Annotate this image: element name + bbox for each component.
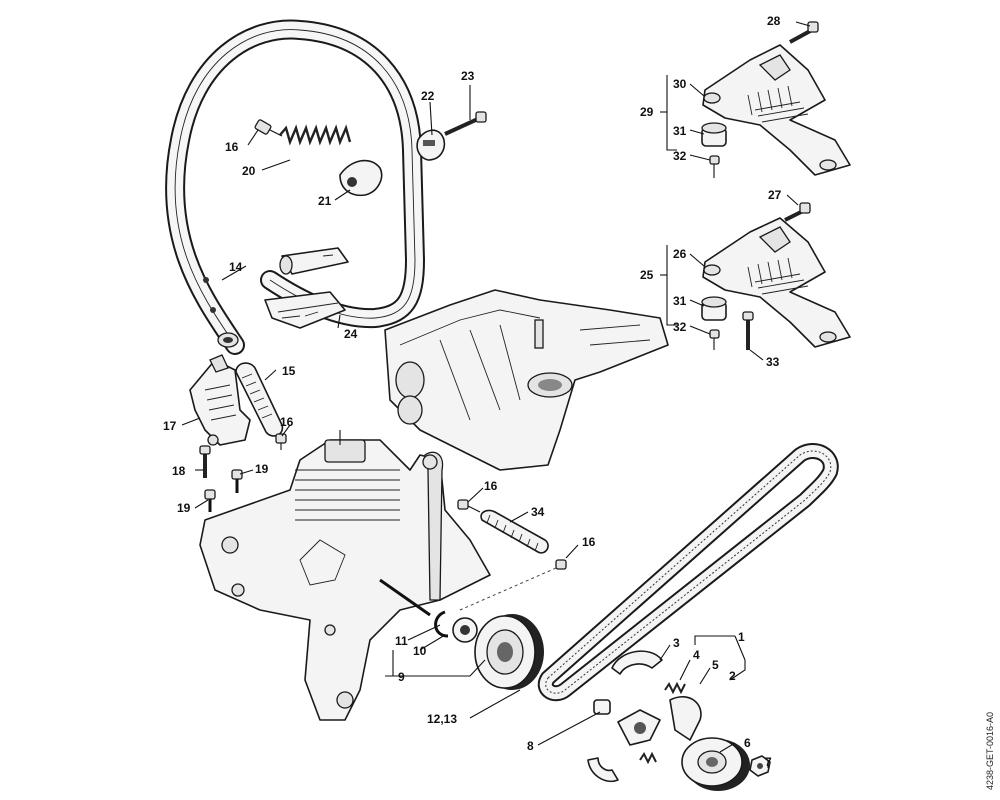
snap-ring-11 bbox=[434, 610, 449, 638]
label-23: 23 bbox=[461, 69, 475, 83]
label-17: 17 bbox=[163, 419, 177, 433]
bolt-32b bbox=[709, 329, 720, 350]
damper-31b bbox=[701, 296, 727, 321]
label-10: 10 bbox=[413, 644, 427, 658]
callout-labels: 1 2 3 4 5 6 7 8 9 10 11 12,13 14 15 16 1… bbox=[163, 14, 782, 769]
sleeve-8 bbox=[593, 699, 611, 715]
label-14: 14 bbox=[229, 260, 243, 274]
label-34: 34 bbox=[531, 505, 545, 519]
label-7: 7 bbox=[765, 755, 772, 769]
foot-17 bbox=[189, 354, 251, 446]
label-32a: 32 bbox=[673, 149, 687, 163]
engine-block bbox=[199, 430, 491, 721]
v-belt bbox=[537, 443, 839, 702]
label-27: 27 bbox=[768, 188, 782, 202]
clamp-21 bbox=[339, 159, 383, 197]
label-22: 22 bbox=[421, 89, 435, 103]
nut-7 bbox=[749, 755, 771, 777]
label-33: 33 bbox=[766, 355, 780, 369]
label-31a: 31 bbox=[673, 124, 687, 138]
label-5: 5 bbox=[712, 658, 719, 672]
clamp-22 bbox=[416, 129, 446, 161]
label-26: 26 bbox=[673, 247, 687, 261]
handle-tube-piece bbox=[279, 247, 349, 275]
damper-34 bbox=[480, 509, 549, 554]
label-16c: 16 bbox=[484, 479, 498, 493]
clutch-shoe-3 bbox=[611, 650, 663, 675]
screw-33 bbox=[742, 311, 754, 350]
label-19a: 19 bbox=[255, 462, 269, 476]
screw-19a bbox=[231, 469, 243, 493]
screw-18 bbox=[199, 445, 211, 478]
mount-29 bbox=[702, 44, 851, 176]
label-16b: 16 bbox=[280, 415, 294, 429]
bearing-10 bbox=[452, 617, 478, 643]
label-3: 3 bbox=[673, 636, 680, 650]
mount-25 bbox=[702, 217, 851, 348]
label-24: 24 bbox=[344, 327, 358, 341]
document-reference: 4238-GET-0016-A0 bbox=[985, 712, 995, 790]
label-21: 21 bbox=[318, 194, 332, 208]
leader-lines bbox=[181, 21, 811, 768]
handlebar bbox=[165, 19, 425, 355]
bolt-32a bbox=[709, 155, 720, 178]
label-29: 29 bbox=[640, 105, 654, 119]
bolt-16b bbox=[275, 433, 287, 450]
label-11: 11 bbox=[395, 634, 408, 648]
spring-4-5 bbox=[664, 681, 686, 695]
label-1: 1 bbox=[738, 630, 745, 644]
label-18: 18 bbox=[172, 464, 186, 478]
label-25: 25 bbox=[640, 268, 654, 282]
spring-lower bbox=[639, 751, 657, 765]
label-20: 20 bbox=[242, 164, 256, 178]
bolt-28 bbox=[789, 21, 819, 44]
label-9: 9 bbox=[398, 670, 405, 684]
label-28: 28 bbox=[767, 14, 781, 28]
spring-20 bbox=[279, 124, 352, 146]
bolt-16a bbox=[254, 119, 283, 137]
label-15: 15 bbox=[282, 364, 296, 378]
screw-19b bbox=[204, 489, 216, 512]
label-31b: 31 bbox=[673, 294, 687, 308]
label-6: 6 bbox=[744, 736, 751, 750]
main-housing bbox=[384, 289, 669, 471]
label-12-13: 12,13 bbox=[427, 712, 457, 726]
label-16a: 16 bbox=[225, 140, 239, 154]
clutch-shoe-lower bbox=[587, 757, 619, 782]
label-32b: 32 bbox=[673, 320, 687, 334]
label-2: 2 bbox=[729, 669, 736, 683]
label-19b: 19 bbox=[177, 501, 191, 515]
damper-31a bbox=[701, 122, 727, 147]
label-16d: 16 bbox=[582, 535, 596, 549]
label-8: 8 bbox=[527, 739, 534, 753]
bolt-16d bbox=[555, 559, 567, 570]
clutch-drum-6 bbox=[681, 737, 750, 791]
handle-guard-24 bbox=[264, 291, 346, 329]
bolt-16c bbox=[457, 499, 481, 513]
clutch-carrier bbox=[617, 695, 702, 746]
bolt-27 bbox=[784, 202, 811, 222]
damper-15 bbox=[235, 362, 284, 437]
label-4: 4 bbox=[693, 648, 700, 662]
pulley-12-13 bbox=[474, 614, 544, 690]
label-30: 30 bbox=[673, 77, 687, 91]
screw-23 bbox=[444, 111, 487, 136]
